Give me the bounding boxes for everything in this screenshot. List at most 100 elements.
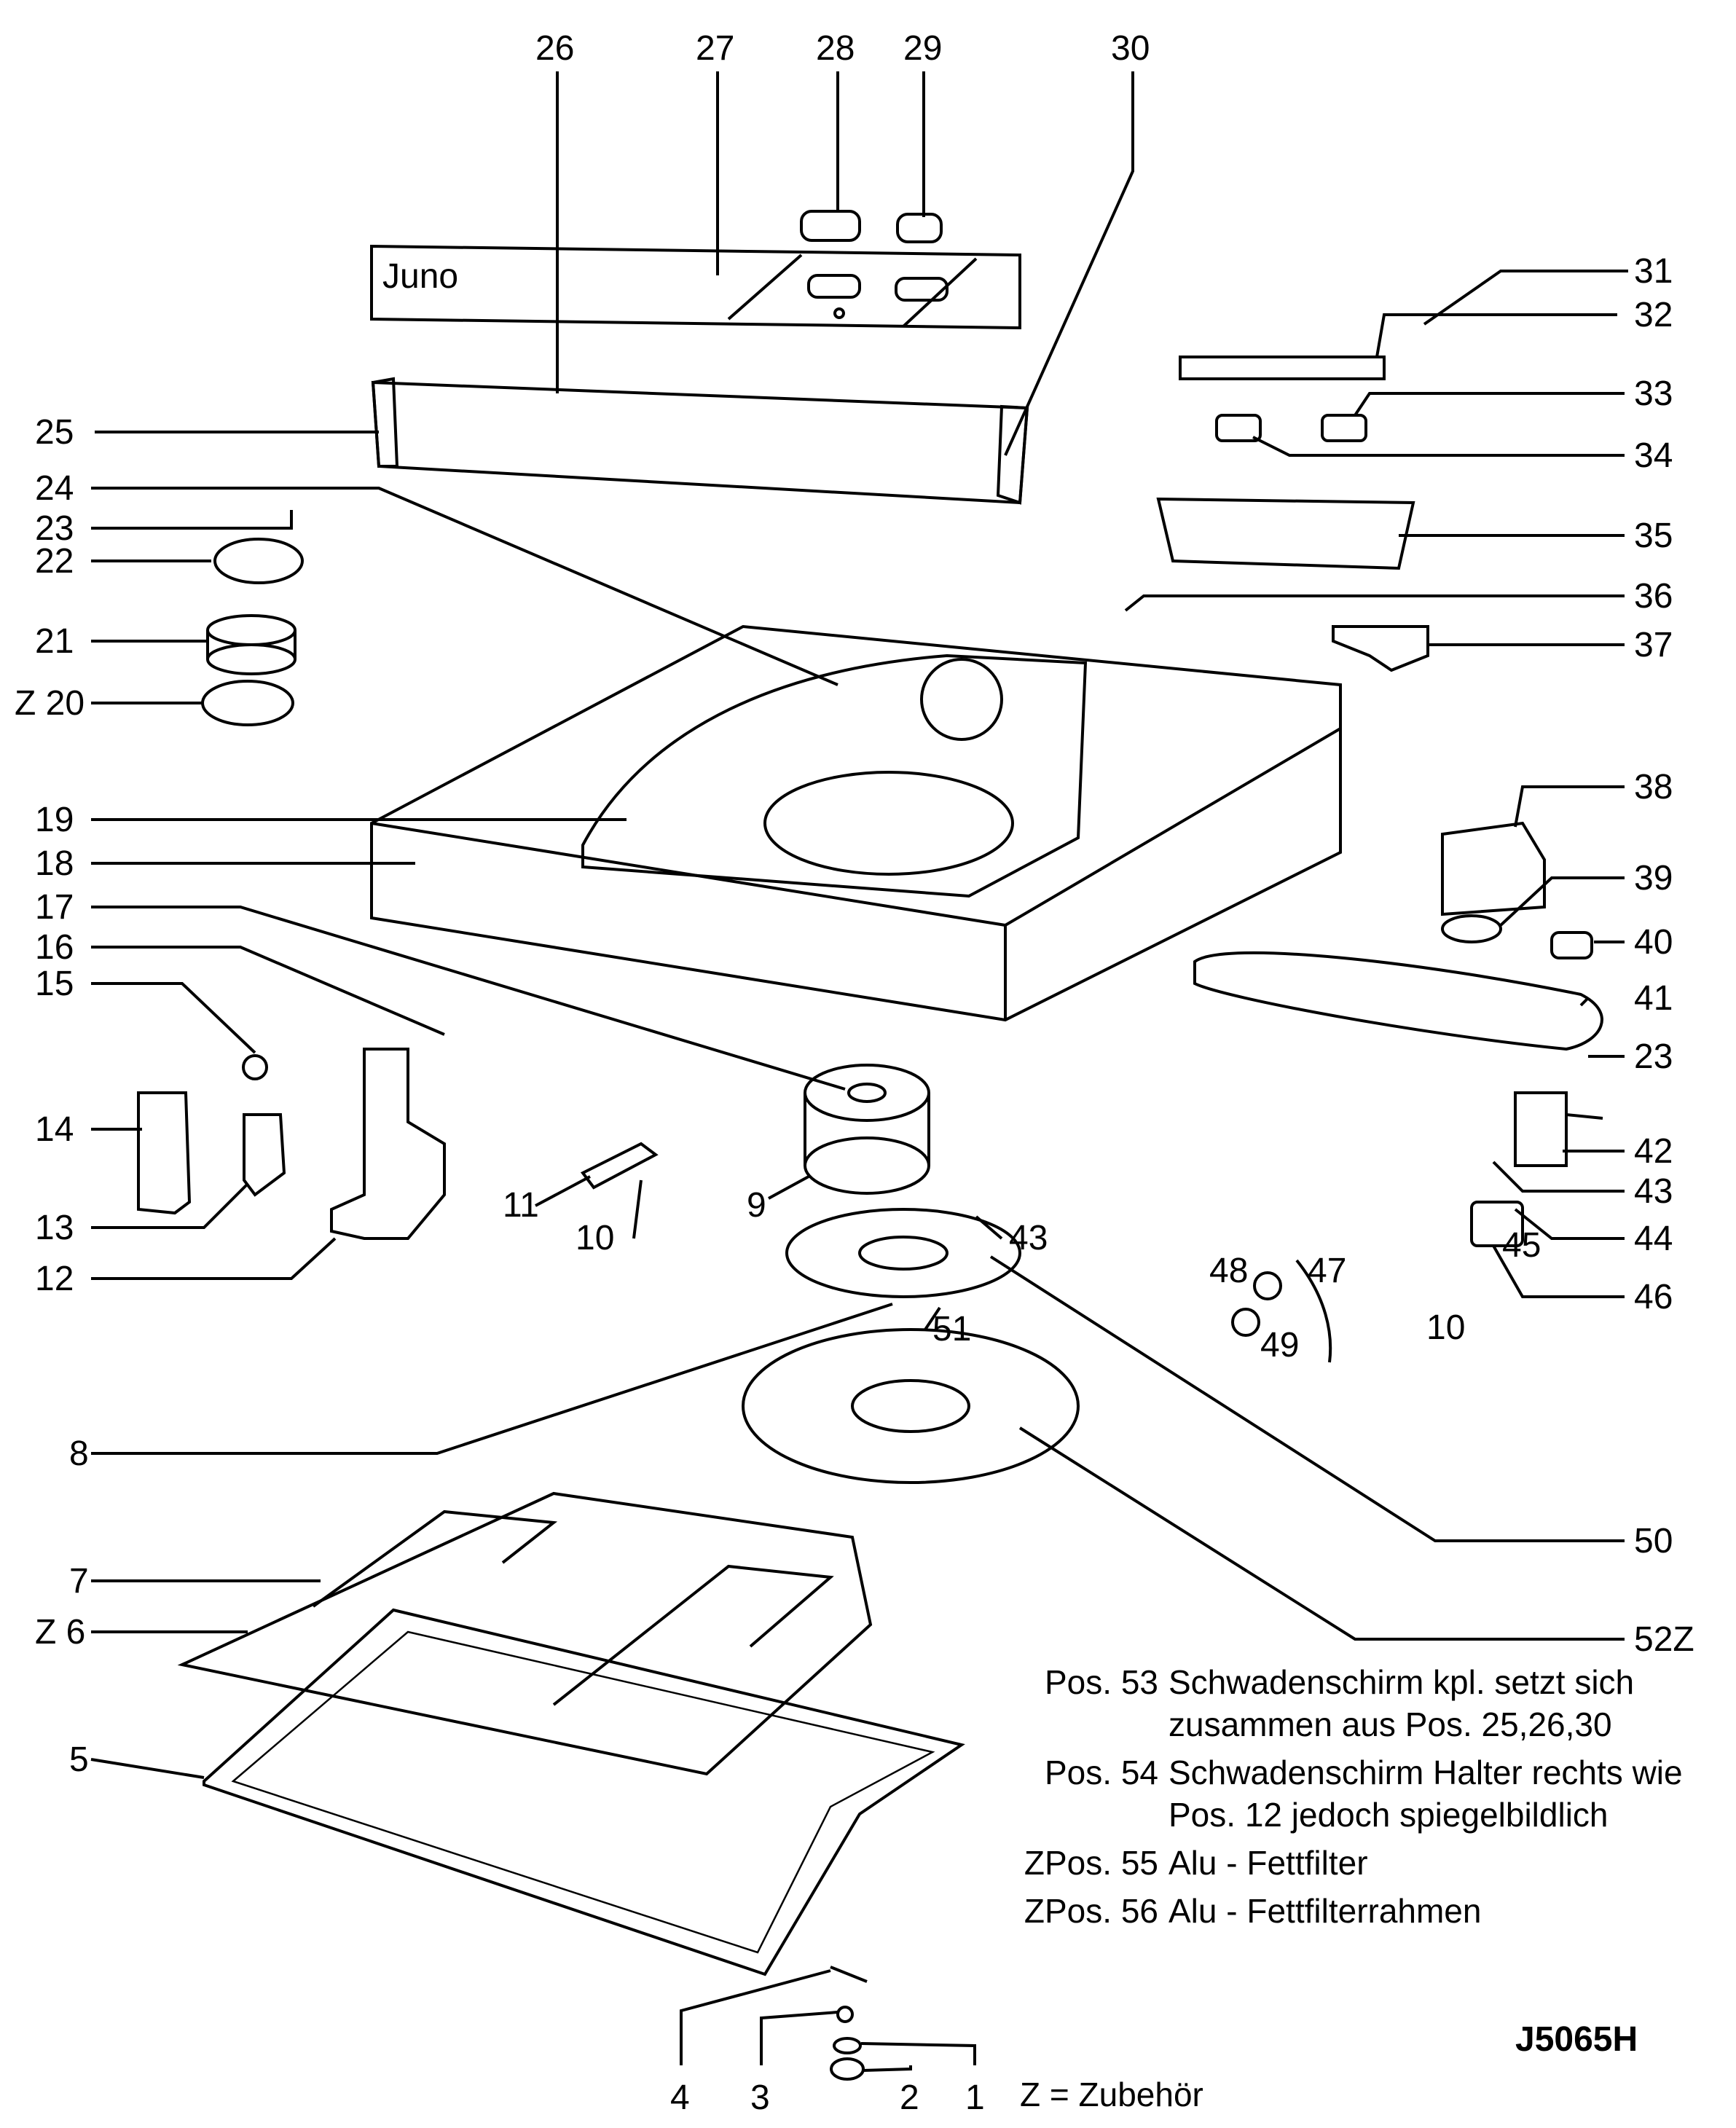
note-pos: Pos. 54 [1045, 1754, 1158, 1791]
label-4: 4 [670, 2078, 690, 2117]
legend-text: Z = Zubehör [1020, 2076, 1203, 2113]
lamp-part-40 [1550, 931, 1593, 959]
note-text: Alu - Fettfilter [1169, 1844, 1368, 1882]
note-row: ZPos. 56 Alu - Fettfilterrahmen [1005, 1890, 1719, 1932]
label-49: 49 [1260, 1326, 1299, 1365]
switch-frame-part-32 [1179, 356, 1386, 380]
switch-box-part-35 [1156, 497, 1415, 570]
label-43-right: 43 [1634, 1172, 1673, 1211]
label-51: 51 [932, 1310, 971, 1348]
visor-part-26 [371, 377, 1029, 505]
holder-part-12 [330, 1048, 446, 1240]
lever-part-11 [580, 1142, 659, 1190]
label-35: 35 [1634, 517, 1673, 555]
label-31: 31 [1634, 252, 1673, 291]
label-11: 11 [503, 1186, 539, 1225]
label-36: 36 [1634, 577, 1673, 616]
label-43: 43 [1009, 1219, 1048, 1257]
label-3: 3 [750, 2078, 770, 2117]
label-19: 19 [35, 801, 74, 839]
label-14: 14 [35, 1110, 74, 1149]
knob-part-29 [896, 213, 943, 243]
label-24: 24 [35, 469, 74, 508]
flap-part-z20 [201, 680, 294, 726]
motor-part-9 [804, 1064, 930, 1195]
note-pos: ZPos. 56 [1024, 1892, 1158, 1930]
filter-sheet-part-z6 [177, 1491, 873, 1776]
label-9: 9 [747, 1186, 766, 1225]
plug-part-37 [1332, 625, 1429, 672]
note-pos: ZPos. 55 [1024, 1844, 1158, 1882]
label-12: 12 [35, 1260, 74, 1298]
label-40: 40 [1634, 923, 1673, 962]
label-5: 5 [69, 1740, 89, 1779]
glass-part-39 [1441, 914, 1502, 943]
label-47: 47 [1308, 1252, 1346, 1290]
clip-part-4 [830, 1966, 868, 1983]
label-33: 33 [1634, 374, 1673, 413]
part-labels: 26 27 28 29 30 31 32 33 34 35 36 37 38 3… [15, 29, 1694, 2117]
label-1: 1 [965, 2078, 985, 2117]
label-23-right: 23 [1634, 1037, 1673, 1076]
label-17: 17 [35, 888, 74, 927]
label-22: 22 [35, 542, 74, 581]
label-18: 18 [35, 844, 74, 883]
label-10-right: 10 [1426, 1308, 1465, 1347]
note-text: Schwadenschirm Halter rechts wie Pos. 12… [1169, 1754, 1683, 1834]
label-13: 13 [35, 1209, 74, 1247]
washer-part-1 [833, 2037, 862, 2054]
label-21: 21 [35, 622, 74, 661]
knob-part-28 [800, 210, 861, 242]
label-38: 38 [1634, 768, 1673, 806]
label-42: 42 [1634, 1132, 1673, 1171]
switch-part-42 [1514, 1091, 1603, 1167]
label-50: 50 [1634, 1522, 1673, 1560]
label-52z: 52Z [1634, 1620, 1694, 1659]
note-row: Pos. 54 Schwadenschirm Halter rechts wie… [1005, 1751, 1719, 1836]
grommet-part-48 [1253, 1271, 1282, 1300]
label-32: 32 [1634, 296, 1673, 334]
hood-body-part-18 [370, 624, 1342, 1022]
leader-lines [90, 71, 1628, 2072]
cover-part-22 [213, 538, 304, 584]
label-46: 46 [1634, 1278, 1673, 1316]
label-30: 30 [1111, 29, 1150, 68]
label-45: 45 [1502, 1226, 1541, 1265]
note-pos: Pos. 53 [1045, 1663, 1158, 1701]
label-27: 27 [696, 29, 734, 68]
nut-part-2 [830, 2057, 865, 2081]
ring-part-21 [206, 614, 296, 675]
label-23: 23 [35, 509, 74, 548]
note-row: Pos. 53 Schwadenschirm kpl. setzt sich z… [1005, 1661, 1719, 1746]
control-panel-part-27 [370, 244, 1021, 330]
washer-part-3 [836, 2006, 854, 2023]
label-25: 25 [35, 413, 74, 452]
label-2: 2 [900, 2078, 919, 2117]
label-28: 28 [816, 29, 855, 68]
label-41: 41 [1634, 979, 1673, 1018]
lamp-cover-part-41 [1193, 951, 1603, 1051]
switch-part-34 [1215, 414, 1262, 442]
grease-filter-part-5 [203, 1608, 965, 1976]
cable-part-47 [1295, 1259, 1332, 1363]
label-37: 37 [1634, 626, 1673, 664]
brand-mark: Juno [382, 257, 458, 296]
label-10: 10 [576, 1219, 614, 1257]
note-row: ZPos. 55 Alu - Fettfilter [1005, 1842, 1719, 1884]
carbon-filter-part-52z [742, 1328, 1080, 1484]
label-8: 8 [69, 1434, 89, 1473]
switch-part-33 [1321, 414, 1367, 442]
holder-part-13 [243, 1113, 286, 1197]
label-39: 39 [1634, 859, 1673, 898]
capacitor-part-46 [1470, 1201, 1524, 1247]
fan-plate-part-50 [785, 1208, 1021, 1298]
label-26: 26 [535, 29, 574, 68]
note-text: Alu - Fettfilterrahmen [1169, 1892, 1482, 1930]
notes-block: Pos. 53 Schwadenschirm kpl. setzt sich z… [1005, 1661, 1719, 1938]
drawing-code: J5065H [1515, 2020, 1638, 2059]
label-15: 15 [35, 965, 74, 1003]
label-44: 44 [1634, 1220, 1673, 1258]
grommet-part-49 [1231, 1308, 1260, 1337]
